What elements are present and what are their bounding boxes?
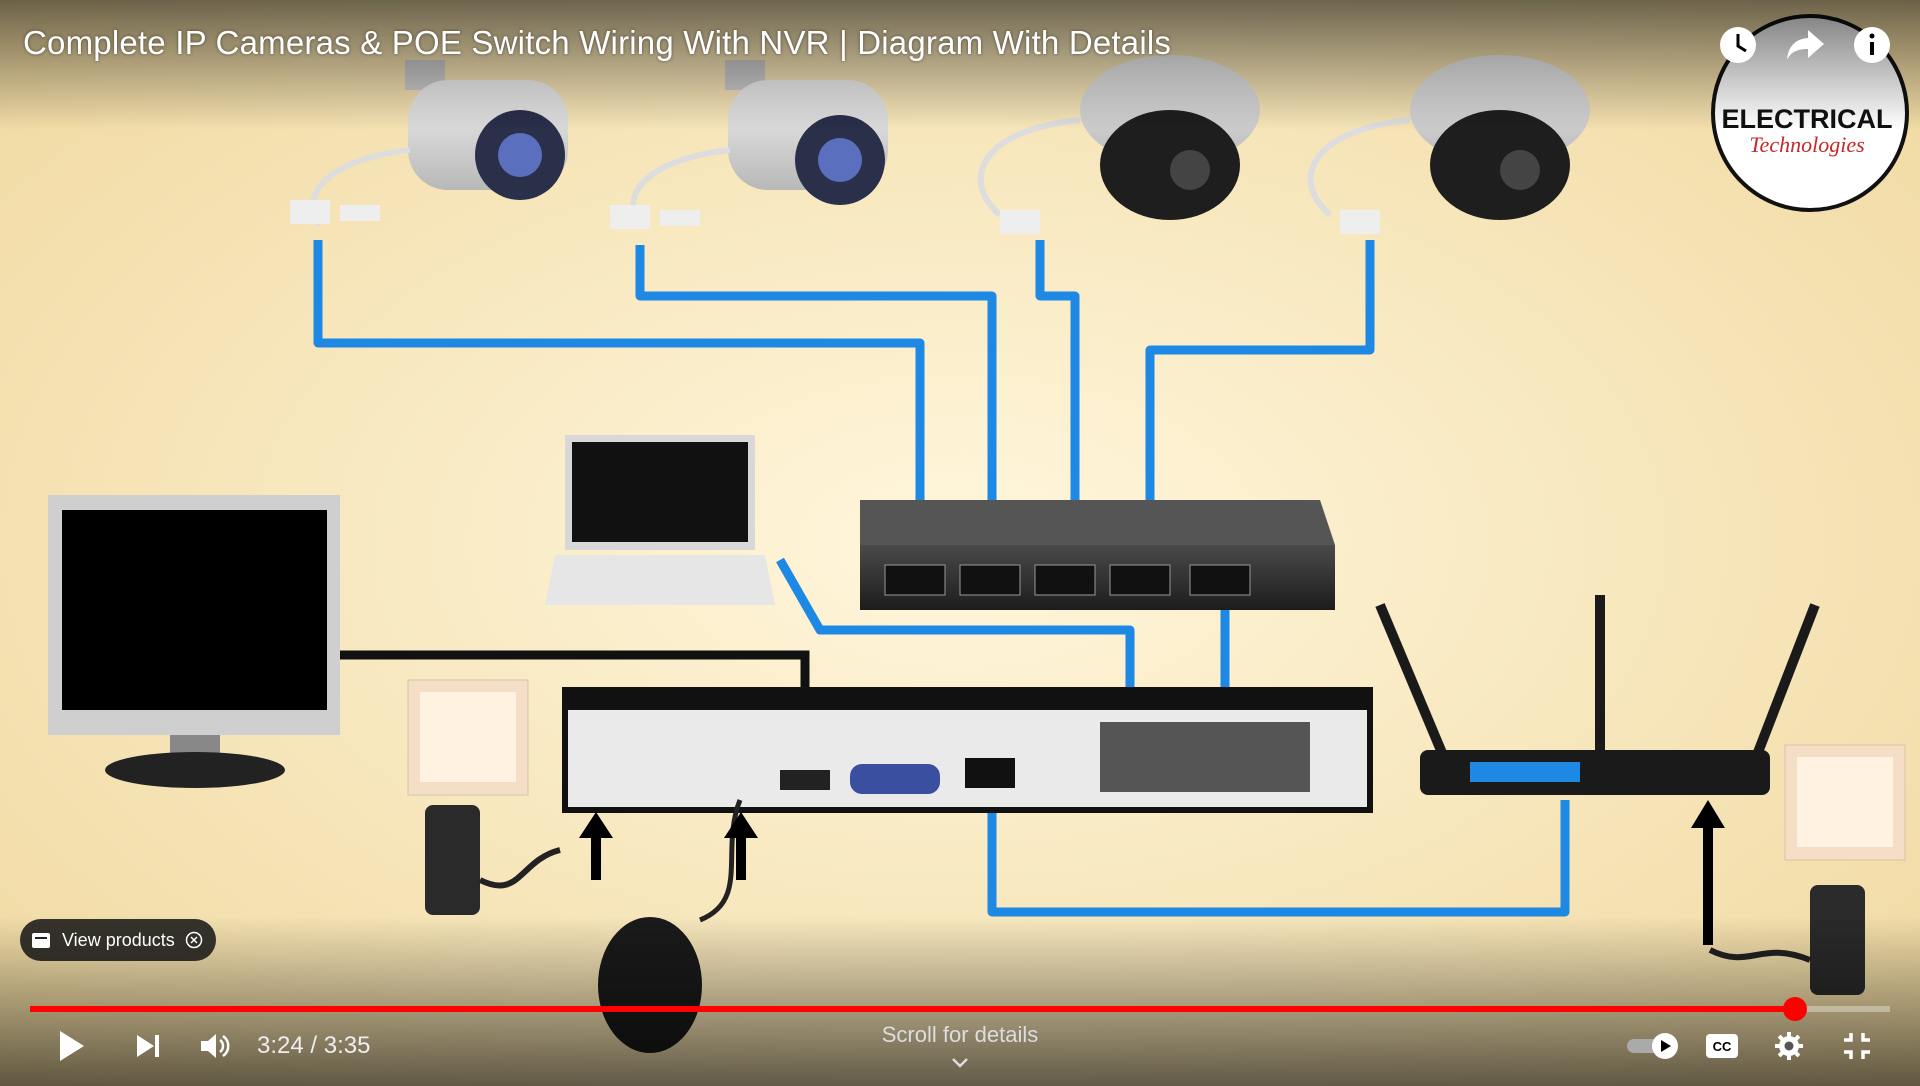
exit-fullscreen-icon: [1842, 1033, 1872, 1065]
arrows: [579, 800, 1725, 945]
router-image: [1375, 595, 1820, 795]
wall-socket-1-image: [407, 679, 529, 796]
svg-text:ELECTRICAL: ELECTRICAL: [1722, 104, 1893, 134]
progress-scrubber[interactable]: [1783, 997, 1808, 1021]
shopping-bag-icon: [30, 929, 52, 951]
time-separator: /: [303, 1032, 324, 1059]
settings-icon: [1774, 1032, 1804, 1065]
nvr-image: [562, 687, 1373, 813]
next-button[interactable]: [135, 1033, 161, 1064]
duration: 3:35: [323, 1032, 371, 1059]
exit-fullscreen-button[interactable]: [1842, 1031, 1872, 1066]
svg-text:CC: CC: [1713, 1039, 1732, 1054]
progress-bar[interactable]: [30, 997, 1890, 1021]
watch-later-icon[interactable]: [1717, 24, 1759, 66]
svg-text:Technologies: Technologies: [1749, 132, 1864, 157]
captions-icon: CC: [1705, 1034, 1739, 1063]
play-button[interactable]: [58, 1029, 86, 1068]
power-adapter-1-image: [425, 805, 561, 915]
next-icon: [135, 1035, 161, 1063]
chevron-down-icon: [950, 1050, 970, 1068]
progress-played: [30, 1006, 1796, 1012]
view-products-label: View products: [62, 929, 175, 950]
monitor-image: [48, 495, 810, 788]
autoplay-toggle[interactable]: [1625, 1031, 1681, 1066]
captions-button[interactable]: CC: [1705, 1033, 1739, 1064]
video-title[interactable]: Complete IP Cameras & POE Switch Wiring …: [23, 24, 1172, 61]
volume-icon: [199, 1034, 231, 1065]
share-icon[interactable]: [1784, 24, 1826, 66]
wall-socket-2-image: [1784, 744, 1906, 861]
scroll-hint-label: Scroll for details: [881, 1022, 1039, 1047]
settings-button[interactable]: [1774, 1031, 1804, 1066]
ethernet-cables: [313, 240, 1570, 917]
poe-switch-image: [860, 500, 1335, 610]
scroll-for-details[interactable]: Scroll for details: [860, 1022, 1060, 1068]
time-display: 3:24 / 3:35: [257, 1032, 370, 1060]
play-icon: [58, 1031, 86, 1067]
info-icon[interactable]: [1851, 24, 1893, 66]
laptop-image: [545, 435, 775, 605]
autoplay-toggle-icon: [1625, 1033, 1681, 1065]
close-icon[interactable]: [185, 931, 203, 949]
view-products-button[interactable]: View products: [20, 919, 216, 961]
current-time: 3:24: [257, 1032, 304, 1059]
volume-button[interactable]: [199, 1031, 231, 1066]
